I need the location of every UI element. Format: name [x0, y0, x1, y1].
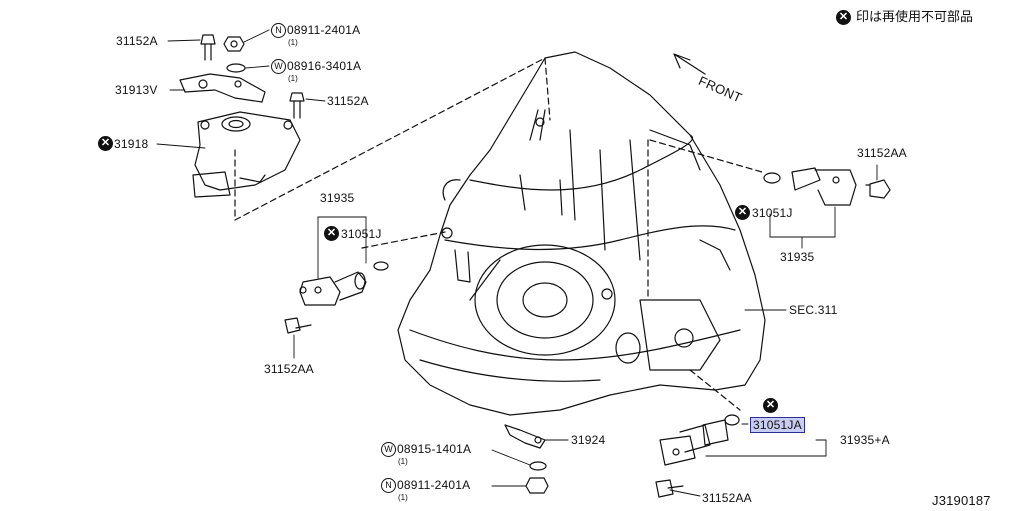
non-reusable-mark-icon: ✕ [836, 10, 851, 25]
part-label-08911-2401a-bottom: 08911-2401A [397, 478, 471, 492]
washer-symbol-icon: W [271, 59, 286, 74]
washer-symbol-icon: W [381, 442, 396, 457]
part-label-31152a-mid: 31152A [327, 94, 369, 108]
part-label-31918: 31918 [114, 137, 149, 151]
front-arrow [673, 53, 706, 75]
inhibitor-switch [192, 111, 301, 198]
part-label-31051j-left: 31051J [341, 227, 382, 241]
right-speed-sensor-lower [655, 414, 740, 498]
transmission-case [397, 51, 766, 416]
nut-symbol-icon: N [271, 23, 286, 38]
part-label-31152aa-bottom: 31152AA [702, 491, 752, 505]
upper-left-fasteners [200, 34, 305, 119]
part-label-31152aa-right: 31152AA [857, 146, 907, 160]
qty-label: (1) [398, 457, 408, 466]
part-label-08911-2401a-top: 08911-2401A [287, 23, 361, 37]
qty-label: (1) [288, 74, 298, 83]
part-label-31051ja-highlighted: 31051JA [750, 417, 805, 433]
part-label-31152a-top: 31152A [116, 34, 158, 48]
part-label-31913v: 31913V [115, 83, 158, 97]
dashed-guides [234, 57, 763, 411]
qty-label: (1) [398, 493, 408, 502]
leader-lines [156, 29, 878, 497]
part-label-31051j-right: 31051J [752, 206, 793, 220]
non-reusable-mark-icon: ✕ [735, 205, 750, 220]
non-reusable-mark-icon: ✕ [763, 398, 778, 413]
part-label-31935-right: 31935 [780, 250, 815, 264]
non-reusable-mark-icon: ✕ [98, 136, 113, 151]
qty-label: (1) [288, 38, 298, 47]
part-label-08916-3401a: 08916-3401A [287, 59, 362, 73]
harness-bracket [504, 424, 549, 494]
section-ref-label: SEC.311 [789, 303, 838, 317]
nut-symbol-icon: N [381, 478, 396, 493]
part-label-31935-left: 31935 [320, 191, 355, 205]
right-speed-sensor-upper [763, 167, 891, 206]
part-label-31935-plus-a: 31935+A [840, 433, 890, 447]
bracket-31913v [179, 73, 266, 103]
part-label-31924: 31924 [571, 433, 606, 447]
left-speed-sensor [284, 261, 389, 334]
part-label-31152aa-left: 31152AA [264, 362, 314, 376]
legend-text: 印は再使用不可部品 [856, 9, 974, 24]
diagram-code: J3190187 [932, 493, 991, 508]
part-label-08915-1401a: 08915-1401A [397, 442, 472, 456]
non-reusable-mark-icon: ✕ [324, 226, 339, 241]
